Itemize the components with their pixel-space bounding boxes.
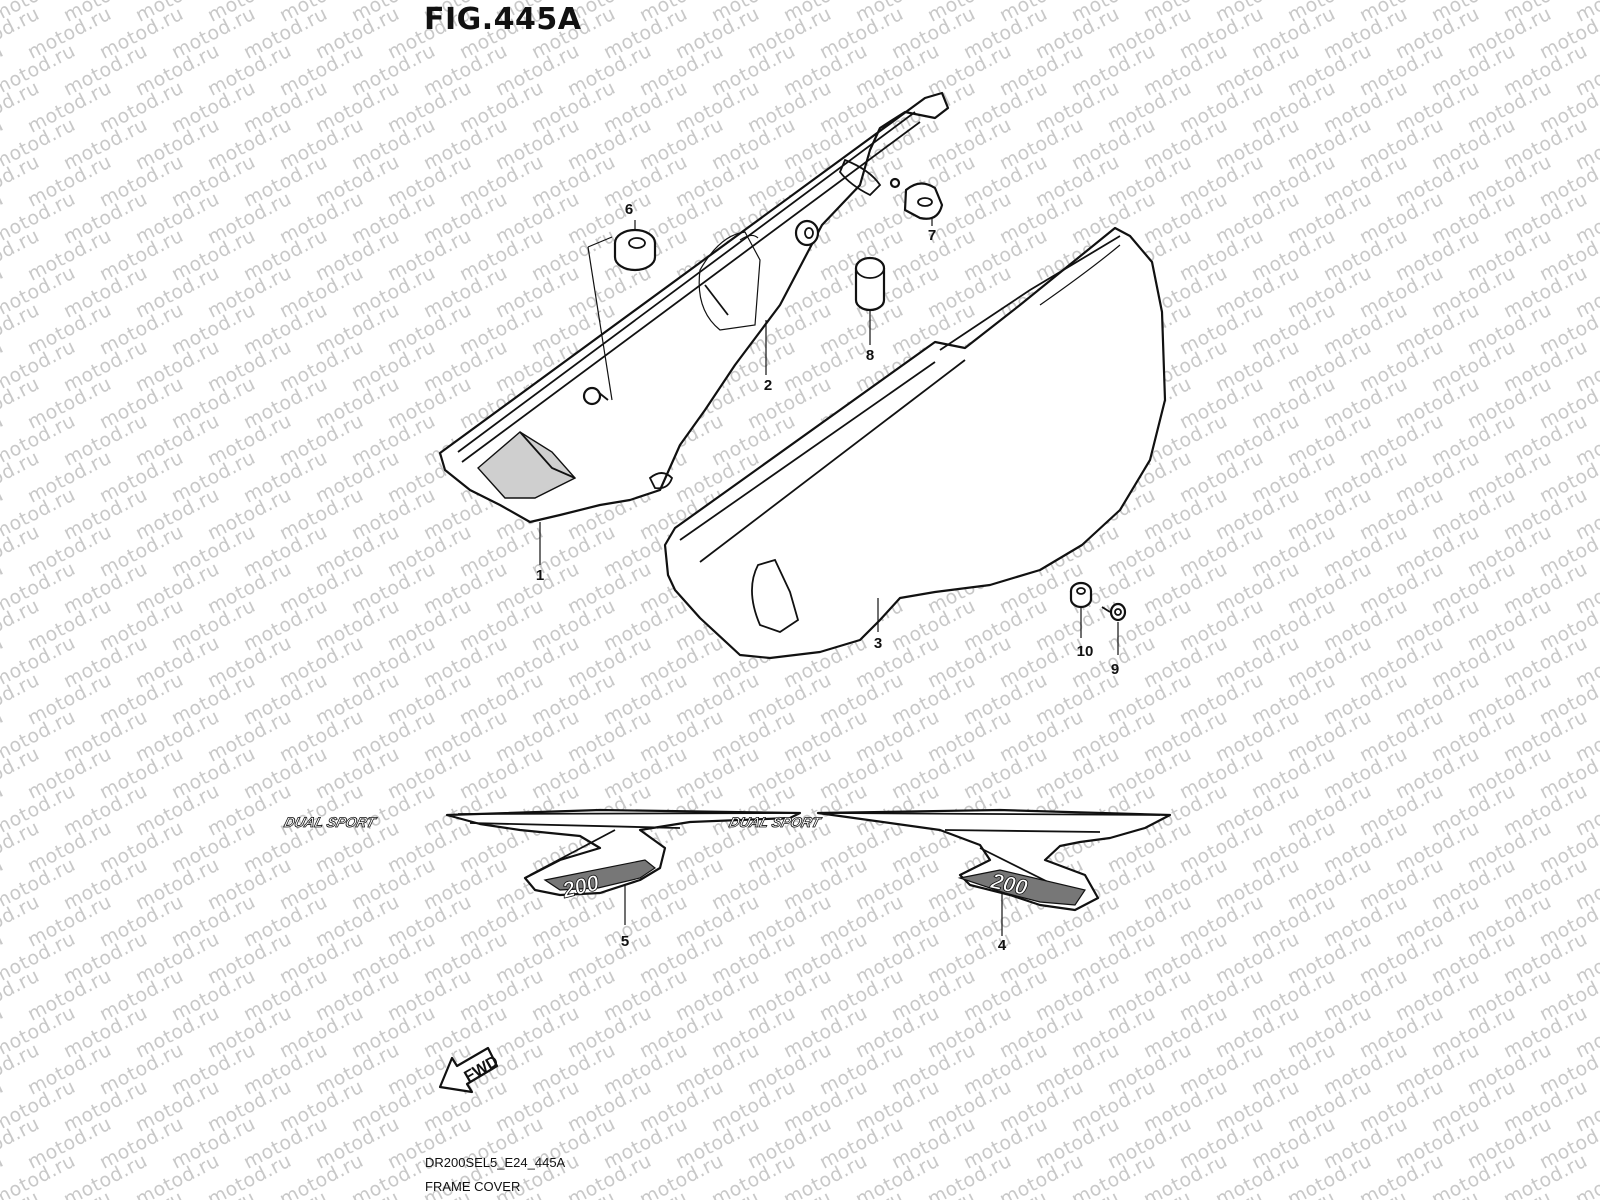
figure-title: FIG.445A (424, 2, 582, 37)
grommet-7[interactable] (903, 182, 944, 220)
grommet-6-leader-top (587, 236, 613, 248)
callout-5: 5 (621, 933, 629, 950)
diagram-code: DR200SEL5_E24_445A (425, 1155, 566, 1170)
right-frame-cover[interactable] (663, 226, 1167, 660)
left-frame-cover[interactable] (438, 91, 950, 524)
callout-9: 9 (1111, 661, 1119, 678)
callout-3: 3 (874, 635, 882, 652)
decal-5[interactable]: DUAL SPORT 200 (282, 808, 802, 904)
callout-7: 7 (928, 227, 936, 244)
collar-8[interactable] (854, 256, 886, 312)
callout-1: 1 (536, 567, 544, 584)
callout-6: 6 (625, 201, 633, 218)
decal-4[interactable]: DUAL SPORT 200 (727, 808, 1172, 912)
grommet-6[interactable] (613, 228, 657, 272)
inner-panel[interactable] (739, 234, 759, 241)
forward-arrow: FWD (438, 1046, 501, 1094)
callout-leaders (539, 218, 1119, 936)
decal-4-brand: DUAL SPORT (727, 815, 823, 831)
callout-10: 10 (1077, 643, 1094, 660)
callout-4: 4 (998, 937, 1007, 954)
callout-8: 8 (866, 347, 874, 364)
bolt-9[interactable] (1101, 602, 1127, 622)
grommet-on-cover (794, 219, 820, 247)
diagram-name: FRAME COVER (425, 1179, 521, 1194)
callout-2: 2 (764, 377, 772, 394)
grommet-6-leader (587, 246, 613, 401)
decal-5-brand: DUAL SPORT (282, 815, 378, 831)
grommet-10[interactable] (1069, 581, 1093, 609)
